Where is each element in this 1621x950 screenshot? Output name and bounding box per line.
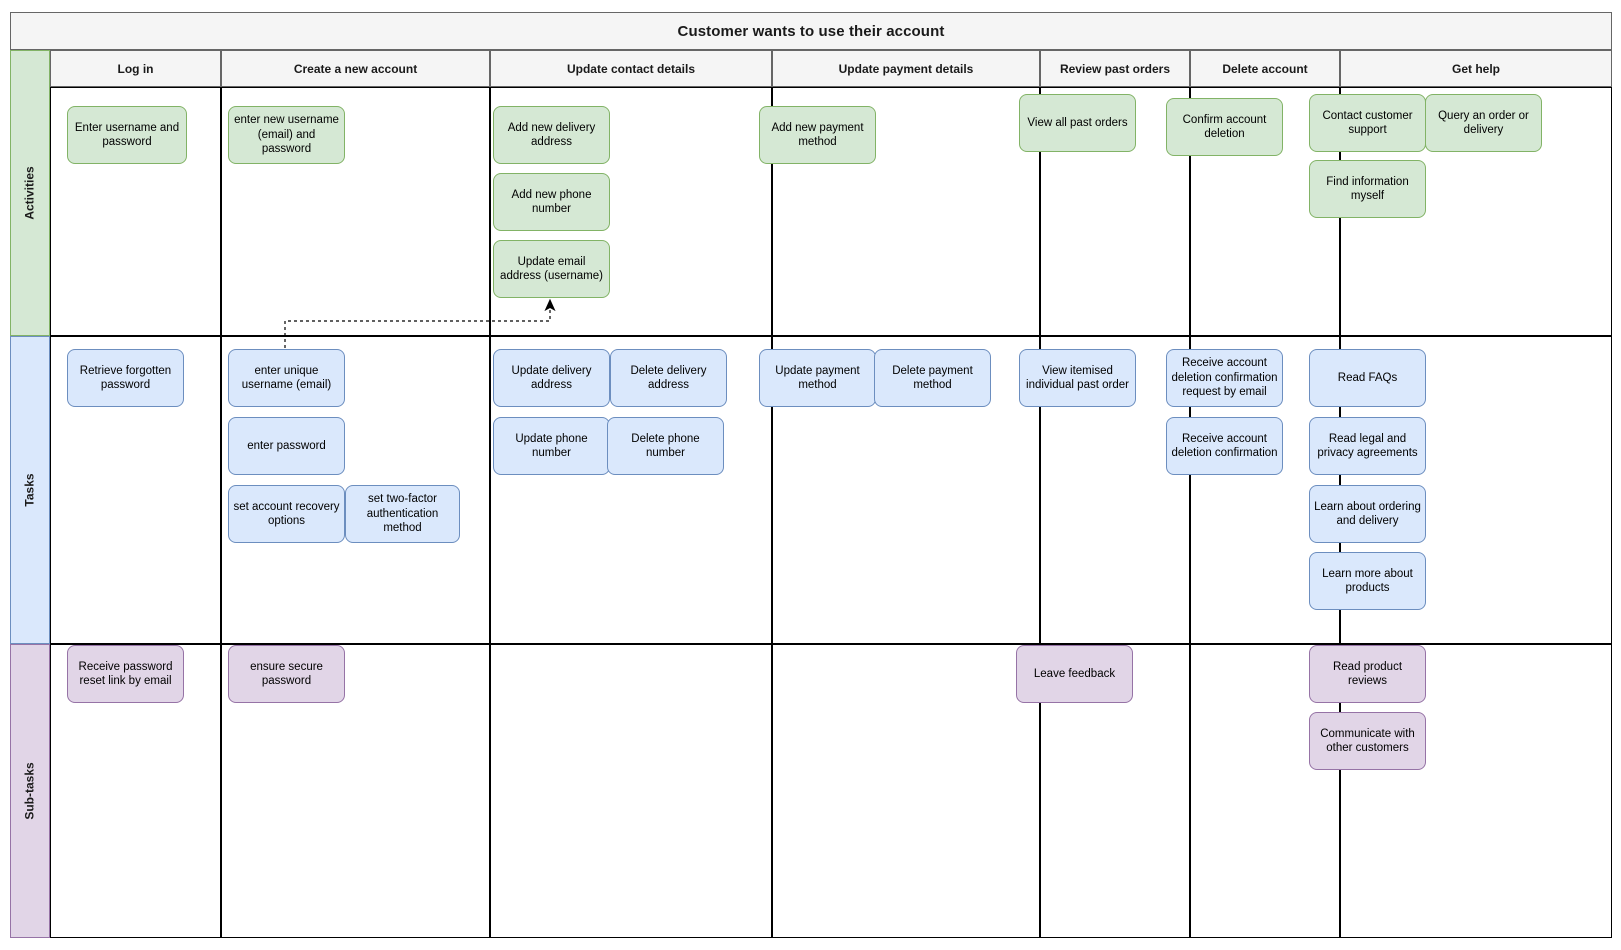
card-subtask-help-1[interactable]: Communicate with other customers (1309, 712, 1426, 770)
cell-activities-get-help: Contact customer support Query an order … (1309, 87, 1612, 336)
card-task-help-3[interactable]: Learn more about products (1309, 552, 1426, 610)
column-header-delete-account-text: Delete account (1222, 61, 1308, 76)
column-header-create-a-new-account-text: Create a new account (293, 61, 418, 76)
card-activity-contact-0[interactable]: Add new delivery address (493, 106, 610, 164)
column-header-review-past-orders: Review past orders (1040, 50, 1190, 87)
column-header-log-in-text: Log in (117, 61, 154, 76)
cell-activities-log-in: Enter username and password (50, 87, 221, 336)
card-task-help-0[interactable]: Read FAQs (1309, 349, 1426, 407)
column-header-log-in: Log in (50, 50, 221, 87)
map-title-bar: Customer wants to use their account (10, 12, 1612, 50)
card-activity-log-in-0[interactable]: Enter username and password (67, 106, 187, 164)
card-task-help-2[interactable]: Learn about ordering and delivery (1309, 485, 1426, 543)
lane-label-tasks: Tasks (10, 336, 50, 644)
cell-subtasks-review-past-orders: Leave feedback (1016, 644, 1190, 938)
card-task-create-account-2[interactable]: set account recovery options (228, 485, 345, 543)
column-header-delete-account: Delete account (1190, 50, 1340, 87)
column-header-update-payment-details: Update payment details (772, 50, 1040, 87)
column-header-create-a-new-account: Create a new account (221, 50, 490, 87)
column-header-update-payment-details-text: Update payment details (838, 61, 974, 76)
card-activity-contact-2[interactable]: Update email address (username) (493, 240, 610, 298)
column-header-update-contact-details-text: Update contact details (566, 61, 696, 76)
card-task-help-1[interactable]: Read legal and privacy agreements (1309, 417, 1426, 475)
card-task-create-account-1[interactable]: enter password (228, 417, 345, 475)
card-activity-help-1[interactable]: Query an order or delivery (1425, 94, 1542, 152)
lane-label-subtasks: Sub-tasks (10, 644, 50, 938)
card-task-create-account-3[interactable]: set two-factor authentication method (345, 485, 460, 543)
cell-tasks-log-in: Retrieve forgotten password (50, 336, 221, 644)
lane-label-tasks-text: Tasks (22, 473, 37, 507)
column-header-review-past-orders-text: Review past orders (1059, 61, 1171, 76)
cell-activities-create-a-new-account: enter new username (email) and password (221, 87, 490, 336)
card-task-contact-0[interactable]: Update delivery address (493, 349, 610, 407)
card-activity-contact-1[interactable]: Add new phone number (493, 173, 610, 231)
lane-label-activities: Activities (10, 50, 50, 336)
cell-tasks-update-payment-details: Update payment method Delete payment met… (759, 336, 1040, 644)
card-activity-delete-0[interactable]: Confirm account deletion (1166, 98, 1283, 156)
card-activity-payment-0[interactable]: Add new payment method (759, 106, 876, 164)
card-task-delete-1[interactable]: Receive account deletion confirmation (1166, 417, 1283, 475)
card-activity-orders-0[interactable]: View all past orders (1019, 94, 1136, 152)
cell-activities-update-payment-details: Add new payment method (759, 87, 1040, 336)
card-task-contact-2[interactable]: Update phone number (493, 417, 610, 475)
card-subtask-log-in-0[interactable]: Receive password reset link by email (67, 645, 184, 703)
cell-subtasks-update-payment-details (772, 644, 1040, 938)
card-activity-help-0[interactable]: Contact customer support (1309, 94, 1426, 152)
lane-label-subtasks-text: Sub-tasks (23, 762, 38, 820)
card-activity-create-account-0[interactable]: enter new username (email) and password (228, 106, 345, 164)
cell-tasks-update-contact-details: Update delivery address Delete delivery … (490, 336, 772, 644)
cell-subtasks-get-help: Read product reviews Communicate with ot… (1309, 644, 1612, 938)
cell-tasks-get-help: Read FAQs Read legal and privacy agreeme… (1309, 336, 1612, 644)
card-subtask-create-account-0[interactable]: ensure secure password (228, 645, 345, 703)
card-task-contact-1[interactable]: Delete delivery address (610, 349, 727, 407)
card-task-log-in-0[interactable]: Retrieve forgotten password (67, 349, 184, 407)
card-task-delete-0[interactable]: Receive account deletion confirmation re… (1166, 349, 1283, 407)
cell-subtasks-create-a-new-account: ensure secure password (221, 644, 490, 938)
column-header-update-contact-details: Update contact details (490, 50, 772, 87)
card-task-payment-0[interactable]: Update payment method (759, 349, 876, 407)
cell-subtasks-log-in: Receive password reset link by email (50, 644, 221, 938)
card-task-create-account-0[interactable]: enter unique username (email) (228, 349, 345, 407)
card-subtask-help-0[interactable]: Read product reviews (1309, 645, 1426, 703)
page-title: Customer wants to use their account (677, 22, 945, 40)
card-task-contact-3[interactable]: Delete phone number (607, 417, 724, 475)
card-subtask-orders-0[interactable]: Leave feedback (1016, 645, 1133, 703)
card-task-payment-1[interactable]: Delete payment method (874, 349, 991, 407)
card-task-orders-0[interactable]: View itemised individual past order (1019, 349, 1136, 407)
column-header-get-help: Get help (1340, 50, 1612, 87)
cell-subtasks-update-contact-details (490, 644, 772, 938)
cell-tasks-review-past-orders: View itemised individual past order (1019, 336, 1190, 644)
cell-activities-update-contact-details: Add new delivery address Add new phone n… (490, 87, 772, 336)
lane-label-activities-text: Activities (23, 166, 38, 220)
column-header-get-help-text: Get help (1451, 61, 1500, 76)
card-activity-help-2[interactable]: Find information myself (1309, 160, 1426, 218)
cell-activities-review-past-orders: View all past orders (1019, 87, 1190, 336)
cell-tasks-create-a-new-account: enter unique username (email) enter pass… (221, 336, 490, 644)
